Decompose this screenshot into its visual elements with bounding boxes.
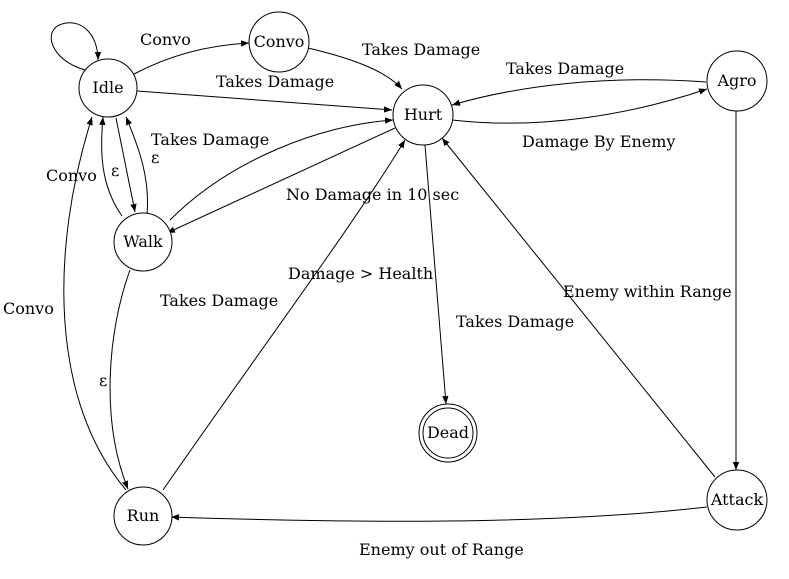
edge-walk-to-hurt (169, 117, 394, 221)
state-idle-label: Idle (92, 78, 123, 97)
state-run-label: Run (127, 506, 160, 525)
state-idle[interactable]: Idle (78, 58, 138, 118)
label-enemy-within-range: Enemy within Range (563, 282, 732, 301)
state-dead[interactable]: Dead (418, 403, 478, 463)
edge-run-to-idle (63, 116, 127, 491)
edge-attack-to-run (170, 506, 708, 522)
edge-hurt-to-walk (166, 127, 396, 234)
state-attack-label: Attack (710, 490, 764, 509)
label-run-to-idle-convo: Convo (3, 299, 54, 318)
state-convo[interactable]: Convo (248, 11, 310, 73)
edge-idle-to-hurt (136, 90, 393, 113)
transition-labels: Convo Takes Damage Takes Damage Takes Da… (3, 30, 732, 559)
edge-run-to-hurt (162, 139, 406, 491)
state-run[interactable]: Run (113, 486, 173, 546)
label-walk-to-run-eps: ε (99, 371, 107, 390)
label-enemy-out-of-range: Enemy out of Range (359, 540, 524, 559)
edge-idle-to-convo (133, 40, 250, 75)
edge-walk-to-idle (99, 116, 123, 217)
label-run-to-hurt: Takes Damage (160, 291, 278, 310)
label-takes-damage-dead: Takes Damage (456, 312, 574, 331)
label-idle-walk-eps-left: ε (111, 161, 119, 180)
label-hurt-to-agro: Damage By Enemy (522, 132, 675, 151)
state-convo-label: Convo (254, 32, 305, 51)
edge-walk-to-idle-damage (125, 116, 149, 215)
edge-hurt-to-agro (451, 88, 708, 124)
state-walk[interactable]: Walk (113, 212, 173, 272)
edge-agro-to-hurt (451, 79, 707, 106)
edge-idle-self-loop (50, 22, 102, 71)
state-dead-label: Dead (427, 423, 469, 442)
state-walk-label: Walk (123, 232, 163, 251)
state-hurt-label: Hurt (404, 105, 443, 124)
edge-convo-to-hurt (307, 47, 403, 90)
label-walk-to-hurt: Takes Damage (151, 130, 269, 149)
state-agro-label: Agro (716, 71, 756, 90)
edge-hurt-to-dead (424, 144, 449, 405)
label-hurt-to-walk: No Damage in 10 sec (286, 185, 459, 204)
label-convo-to-hurt: Takes Damage (362, 40, 480, 59)
edge-idle-to-walk (115, 117, 137, 213)
state-hurt[interactable]: Hurt (392, 84, 454, 146)
states: Idle Convo Hurt Agro Walk Run Dead (78, 11, 768, 546)
edge-walk-to-run (109, 269, 131, 490)
label-idle-walk-eps-right: ε (151, 148, 159, 167)
label-convo-left: Convo (46, 166, 97, 185)
edge-attack-to-hurt (441, 137, 716, 478)
state-attack[interactable]: Attack (706, 469, 768, 531)
label-agro-to-hurt: Takes Damage (506, 59, 624, 78)
transitions (50, 22, 740, 522)
label-idle-convo: Convo (140, 30, 191, 49)
label-idle-to-hurt: Takes Damage (216, 72, 334, 91)
label-damage-gt-health: Damage > Health (288, 264, 433, 283)
state-agro[interactable]: Agro (706, 50, 768, 112)
